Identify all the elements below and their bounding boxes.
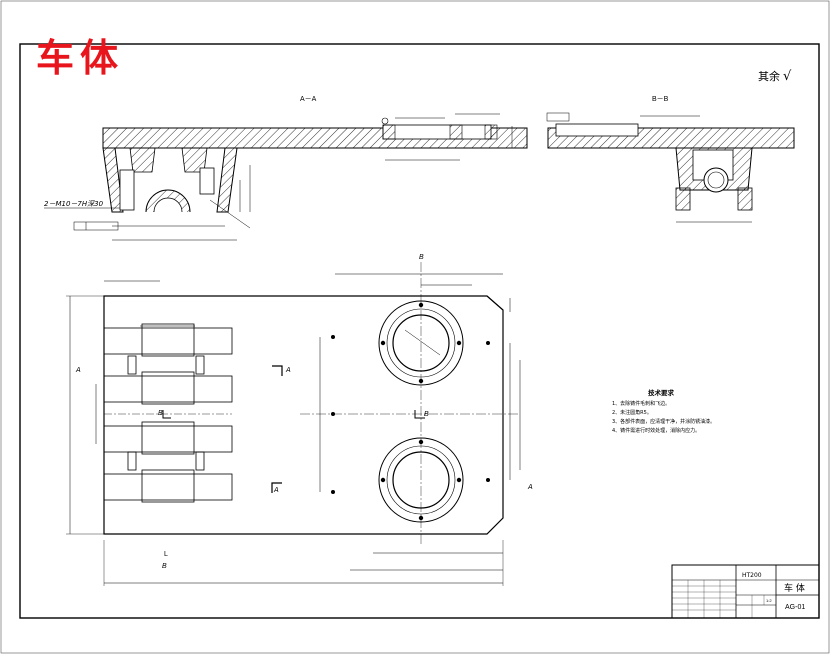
aa-top-recess (382, 124, 492, 140)
aa-rib-left (129, 147, 156, 173)
aa-left-leg (102, 147, 124, 213)
plan-label-b-top: B (419, 254, 424, 261)
section-aa-label: A－A (300, 96, 317, 103)
tech-requirement-2: 2、未注圆角R5。 (612, 409, 652, 416)
title-block-name: 车 体 (784, 582, 805, 594)
tech-requirements-title: 技术要求 (648, 388, 675, 397)
plate-outline (103, 295, 504, 535)
tech-requirement-4: 4、铸件需进行时效处理，消除内应力。 (612, 427, 700, 434)
plan-label-a-lower: A (273, 487, 279, 494)
document-title: 车体 (36, 35, 125, 80)
roughness-note: 其余 (758, 69, 780, 83)
title-block: HT200 车 体 AG-01 1:2 (671, 564, 820, 619)
aa-boss-right (199, 167, 215, 195)
tech-requirement-1: 1、去除铸件毛刺和飞边。 (612, 400, 670, 407)
plan-view: A A A A B B B B L (66, 254, 533, 586)
plan-label-a-left: A (75, 367, 81, 374)
plan-label-b-bottom: B (162, 563, 167, 570)
inner-frame (19, 43, 820, 619)
plan-label-b-center: B (424, 411, 429, 418)
tech-requirements: 技术要求 1、去除铸件毛刺和飞边。 2、未注圆角R5。 3、各部件表面，应清理干… (612, 388, 715, 434)
title-block-drawing-no: AG-01 (785, 604, 805, 611)
thread-note: 2－M10－7H深30 (44, 200, 104, 208)
title-block-scale: 1:2 (766, 598, 772, 603)
aa-boss-left (119, 169, 135, 211)
bb-bore (703, 167, 729, 193)
aa-right-leg (216, 147, 238, 213)
tech-requirement-3: 3、各部件表面，应清理干净，并涂防锈油漆。 (612, 418, 715, 425)
section-aa-view: A－A (44, 96, 528, 241)
title-block-material: HT200 (742, 572, 762, 579)
section-bb-label: B－B (652, 96, 669, 103)
plan-label-b-rail: B (158, 410, 163, 417)
plan-label-a-mid: A (285, 367, 291, 374)
roughness-symbol: √ (783, 69, 792, 84)
section-bb-view: B－B (546, 96, 795, 223)
plan-label-l: L (164, 551, 168, 558)
plan-label-a-right: A (527, 484, 533, 491)
rail-assembly (103, 323, 233, 503)
